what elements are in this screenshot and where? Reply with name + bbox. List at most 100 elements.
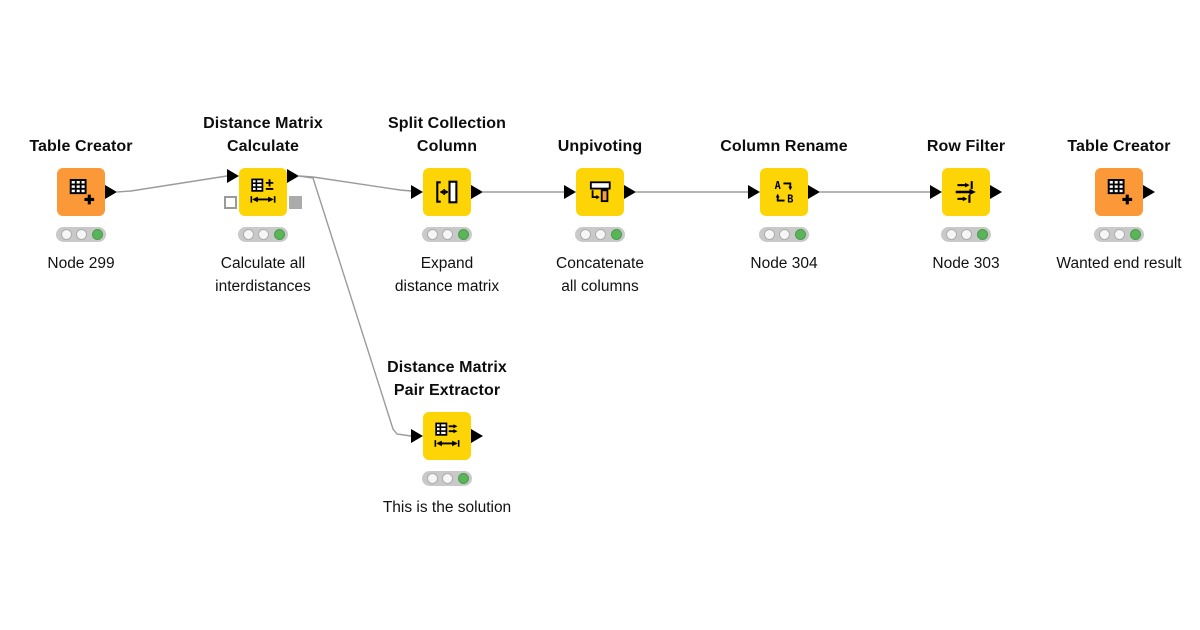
traffic-light xyxy=(422,471,472,486)
traffic-light-off-dot xyxy=(579,229,591,240)
traffic-light-off-dot xyxy=(779,229,790,240)
traffic-light-green-dot xyxy=(794,229,806,240)
node-title: Table Creator xyxy=(0,135,191,158)
traffic-light-off-dot xyxy=(945,229,957,240)
node-title-line: Row Filter xyxy=(926,138,1006,155)
output-port[interactable] xyxy=(808,185,820,199)
node-label-line: Node 299 xyxy=(47,255,115,272)
node-title-line: Distance Matrix xyxy=(203,115,323,132)
input-port[interactable] xyxy=(564,185,576,199)
node-label[interactable]: This is the solution xyxy=(337,496,557,519)
node-label-line: Calculate all xyxy=(220,255,306,272)
traffic-light-off-dot xyxy=(961,229,972,240)
node-title: Column Rename xyxy=(674,135,894,158)
output-port[interactable] xyxy=(471,185,483,199)
traffic-light xyxy=(759,227,809,242)
output-port[interactable] xyxy=(471,429,483,443)
node-label[interactable]: Node 304 xyxy=(674,252,894,275)
input-port[interactable] xyxy=(411,429,423,443)
node-label-line: Expand xyxy=(420,255,474,272)
node-label[interactable]: Node 303 xyxy=(856,252,1076,275)
input-port[interactable] xyxy=(930,185,942,199)
traffic-light xyxy=(422,227,472,242)
distance-output-port[interactable] xyxy=(289,196,302,209)
traffic-light-off-dot xyxy=(763,229,775,240)
output-port[interactable] xyxy=(105,185,117,199)
node-label-line: This is the solution xyxy=(382,499,512,516)
node-label-line: Wanted end result xyxy=(1056,255,1182,272)
distance-matrix-calculate-icon[interactable] xyxy=(239,168,287,216)
node-title: Row Filter xyxy=(856,135,1076,158)
node-label[interactable]: Expand distance matrix xyxy=(337,252,557,298)
node-title-line: Distance Matrix xyxy=(387,359,507,376)
node-title-line: Pair Extractor xyxy=(393,382,501,399)
output-port[interactable] xyxy=(990,185,1002,199)
traffic-light-green-dot xyxy=(273,229,285,240)
traffic-light xyxy=(56,227,106,242)
traffic-light-off-dot xyxy=(242,229,254,240)
traffic-light-green-dot xyxy=(91,229,103,240)
unpivoting-icon[interactable] xyxy=(576,168,624,216)
node-label[interactable]: Node 299 xyxy=(0,252,191,275)
traffic-light-off-dot xyxy=(426,473,438,484)
split-collection-column-icon[interactable] xyxy=(423,168,471,216)
node-label-line: all columns xyxy=(561,278,639,295)
node-title: Table Creator xyxy=(1009,135,1200,158)
traffic-light-off-dot xyxy=(258,229,269,240)
node-label-line: Node 303 xyxy=(932,255,1000,272)
traffic-light-green-dot xyxy=(1129,229,1141,240)
node-title-line: Column Rename xyxy=(720,138,848,155)
row-filter-icon[interactable] xyxy=(942,168,990,216)
traffic-light-green-dot xyxy=(457,473,469,484)
svg-text:A: A xyxy=(775,180,782,192)
traffic-light-off-dot xyxy=(442,473,453,484)
svg-text:B: B xyxy=(787,193,793,205)
table-creator-icon[interactable] xyxy=(1095,168,1143,216)
node-label[interactable]: Wanted end result xyxy=(1009,252,1200,275)
output-port[interactable] xyxy=(1143,185,1155,199)
output-port[interactable] xyxy=(287,169,299,183)
node-title-line: Table Creator xyxy=(1067,138,1171,155)
traffic-light xyxy=(575,227,625,242)
node-label-line: distance matrix xyxy=(394,278,500,295)
traffic-light-off-dot xyxy=(442,229,453,240)
node-title-line: Column xyxy=(416,138,478,155)
traffic-light-off-dot xyxy=(426,229,438,240)
traffic-light-green-dot xyxy=(457,229,469,240)
node-title-line: Split Collection xyxy=(387,115,507,132)
traffic-light-off-dot xyxy=(1114,229,1125,240)
node-title: Unpivoting xyxy=(490,135,710,158)
traffic-light-green-dot xyxy=(610,229,622,240)
node-title-line: Calculate xyxy=(226,138,300,155)
traffic-light xyxy=(1094,227,1144,242)
optional-input-port[interactable] xyxy=(224,196,237,209)
traffic-light-off-dot xyxy=(595,229,606,240)
input-port[interactable] xyxy=(227,169,239,183)
connection-distance-matrix-calculate-to-distance-matrix-pair-extractor[interactable] xyxy=(298,175,412,437)
traffic-light-off-dot xyxy=(1098,229,1110,240)
table-creator-icon[interactable] xyxy=(57,168,105,216)
output-port[interactable] xyxy=(624,185,636,199)
traffic-light-off-dot xyxy=(60,229,72,240)
input-port[interactable] xyxy=(411,185,423,199)
input-port[interactable] xyxy=(748,185,760,199)
connection-table-creator-299-to-distance-matrix-calculate[interactable] xyxy=(116,175,228,193)
traffic-light xyxy=(238,227,288,242)
distance-matrix-pair-extractor-icon[interactable] xyxy=(423,412,471,460)
node-title-line: Table Creator xyxy=(29,138,133,155)
